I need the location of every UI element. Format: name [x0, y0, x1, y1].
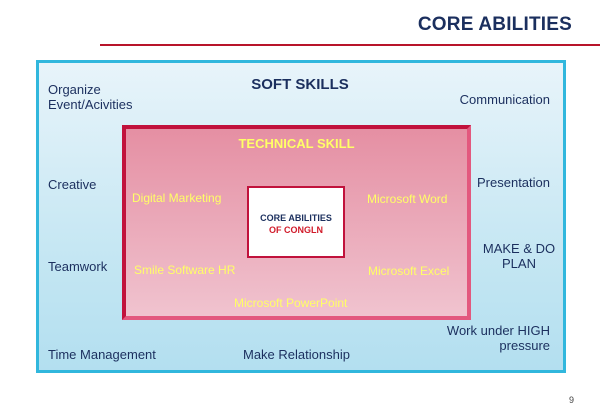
technical-skills-box: [122, 125, 471, 320]
tech-skill-microsoft-word: Microsoft Word: [367, 192, 448, 206]
technical-skills-heading: TECHNICAL SKILL: [238, 136, 355, 151]
tech-skill-microsoft-excel: Microsoft Excel: [368, 264, 450, 278]
core-abilities-box: CORE ABILITIES OF CONGLN: [247, 186, 345, 258]
skill-work-under-pressure: Work under HIGH pressure: [446, 323, 550, 353]
soft-skills-heading: SOFT SKILLS: [251, 76, 349, 93]
slide-title: CORE ABILITIES: [417, 14, 572, 35]
page-number: 9: [568, 395, 574, 405]
skill-time-management: Time Management: [48, 347, 156, 362]
skill-creative: Creative: [48, 177, 97, 192]
skill-make-do-plan: MAKE & DO PLAN: [482, 241, 556, 271]
skill-organize: Organize Event/Acivities: [48, 82, 133, 112]
tech-skill-digital-marketing: Digital Marketing: [132, 191, 222, 205]
tech-skill-microsoft-powerpoint: Microsoft PowerPoint: [234, 296, 348, 310]
tech-skill-smile-software-hr: Smile Software HR: [134, 263, 236, 277]
title-divider: [100, 44, 600, 46]
skill-presentation: Presentation: [477, 175, 550, 190]
skill-make-relationship: Make Relationship: [243, 347, 350, 362]
core-abilities-label: CORE ABILITIES: [260, 213, 332, 223]
skill-communication: Communication: [459, 92, 550, 107]
skill-teamwork: Teamwork: [48, 259, 108, 274]
core-abilities-owner: OF CONGLN: [269, 225, 323, 235]
